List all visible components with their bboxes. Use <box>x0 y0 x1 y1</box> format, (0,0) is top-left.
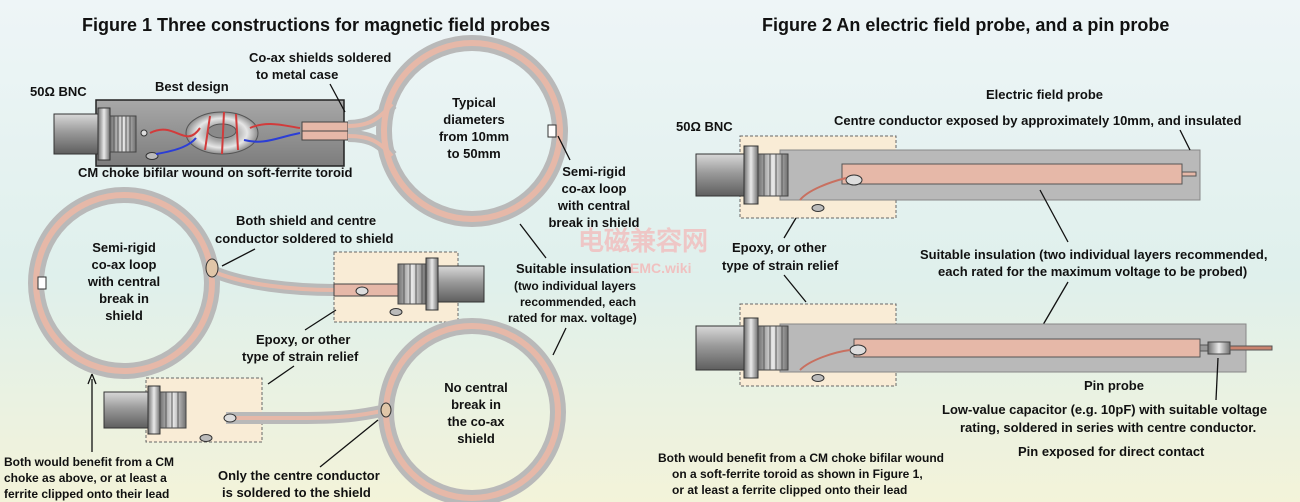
cm-choke-label: CM choke bifilar wound on soft-ferrite t… <box>78 165 353 180</box>
middle-probe-assembly <box>28 187 485 379</box>
semi-rigid-left-5: shield <box>105 308 143 323</box>
coax-pin <box>853 338 1201 358</box>
shields-soldered-label-2: to metal case <box>256 67 338 82</box>
typical-diameters-2: diameters <box>443 112 504 127</box>
suitable-insulation-3: recommended, each <box>520 295 636 309</box>
suitable-insulation-fig2-1: Suitable insulation (two individual laye… <box>920 247 1267 262</box>
leader-shields <box>329 83 346 113</box>
solder-joint <box>205 258 219 278</box>
semi-rigid-left-1: Semi-rigid <box>92 240 156 255</box>
bifilar-winding <box>149 111 301 155</box>
semi-rigid-right-3: with central <box>557 198 630 213</box>
suitable-insulation-fig2-2: each rated for the maximum voltage to be… <box>938 264 1247 279</box>
typical-diameters-3: from 10mm <box>439 129 509 144</box>
figure1-middle-labels: Both shield and centre conductor soldere… <box>87 213 637 385</box>
suitable-insulation-1: Suitable insulation <box>516 261 632 276</box>
both-benefit-fig2-3: or at least a ferrite clipped onto their… <box>672 483 907 497</box>
best-design-label: Best design <box>155 79 229 94</box>
bnc-bottom <box>103 385 187 435</box>
epoxy-fig1-2: type of strain relief <box>242 349 359 364</box>
series-capacitor <box>1207 341 1231 355</box>
electric-field-probe <box>695 135 1201 219</box>
figure1-bottom-labels: No central break in the co-ax shield Bot… <box>4 373 508 501</box>
probe-pin <box>1229 345 1273 351</box>
bnc-label-fig2: 50Ω BNC <box>676 119 733 134</box>
centre-exposed-label: Centre conductor exposed by approximatel… <box>834 113 1241 128</box>
epoxy-fig2-1: Epoxy, or other <box>732 240 826 255</box>
shields-soldered-label-1: Co-ax shields soldered <box>249 50 391 65</box>
bnc-threaded-section <box>109 115 137 153</box>
both-benefit-fig2-2: on a soft-ferrite toroid as shown in Fig… <box>672 467 923 481</box>
semi-rigid-left-3: with central <box>87 274 160 289</box>
both-shield-2: conductor soldered to shield <box>215 231 393 246</box>
solder-tag <box>145 152 159 160</box>
suitable-insulation-4: rated for max. voltage) <box>508 311 637 325</box>
watermark-url: EMC.wiki <box>630 260 691 276</box>
both-benefit-fig1-3: ferrite clipped onto their lead <box>4 487 169 501</box>
bnc-connector-body <box>53 113 101 155</box>
bnc-flange <box>97 107 111 161</box>
electric-probe-label: Electric field probe <box>986 87 1103 102</box>
figure2-top-labels: Electric field probe 50Ω BNC Centre cond… <box>676 87 1267 331</box>
pin-probe-label: Pin probe <box>1084 378 1144 393</box>
semi-rigid-right-4: break in shield <box>548 215 639 230</box>
no-central-break-3: the co-ax <box>447 414 505 429</box>
watermark-chinese: 电磁兼容网 <box>578 226 708 256</box>
no-central-break-2: break in <box>451 397 501 412</box>
coax-efield <box>841 163 1183 185</box>
no-central-break-4: shield <box>457 431 495 446</box>
shield-break <box>547 124 557 138</box>
semi-rigid-loop-top <box>347 35 568 227</box>
figure2-title: Figure 2 An electric field probe, and a … <box>762 15 1169 35</box>
suitable-insulation-2: (two individual layers <box>514 279 636 293</box>
both-benefit-fig1-2: choke as above, or at least a <box>4 471 167 485</box>
capacitor-label-1: Low-value capacitor (e.g. 10pF) with sui… <box>942 402 1267 417</box>
only-centre-2: is soldered to the shield <box>222 485 371 500</box>
typical-diameters-1: Typical <box>452 95 496 110</box>
figure1-top-labels: 50Ω BNC Best design Co-ax shields solder… <box>30 50 640 230</box>
best-design-assembly <box>53 99 349 167</box>
semi-rigid-right-1: Semi-rigid <box>562 164 626 179</box>
pin-exposed-label: Pin exposed for direct contact <box>1018 444 1205 459</box>
typical-diameters-4: to 50mm <box>447 146 500 161</box>
bottom-probe-assembly <box>103 318 566 502</box>
semi-rigid-right-2: co-ax loop <box>561 181 626 196</box>
only-centre-1: Only the centre conductor <box>218 468 380 483</box>
semi-rigid-left-4: break in <box>99 291 149 306</box>
figure2-bottom-labels: Pin probe Low-value capacitor (e.g. 10pF… <box>658 357 1267 497</box>
capacitor-label-2: rating, soldered in series with centre c… <box>960 420 1256 435</box>
both-benefit-fig2-1: Both would benefit from a CM choke bifil… <box>658 451 944 465</box>
pin-probe <box>695 303 1273 387</box>
figure1-title: Figure 1 Three constructions for magneti… <box>82 15 550 35</box>
bnc-middle <box>397 257 485 311</box>
bnc-label-fig1: 50Ω BNC <box>30 84 87 99</box>
epoxy-fig2-2: type of strain relief <box>722 258 839 273</box>
both-shield-1: Both shield and centre <box>236 213 376 228</box>
epoxy-fig1-1: Epoxy, or other <box>256 332 350 347</box>
both-benefit-fig1-1: Both would benefit from a CM <box>4 455 174 469</box>
semi-rigid-left-2: co-ax loop <box>91 257 156 272</box>
no-central-break-1: No central <box>444 380 508 395</box>
